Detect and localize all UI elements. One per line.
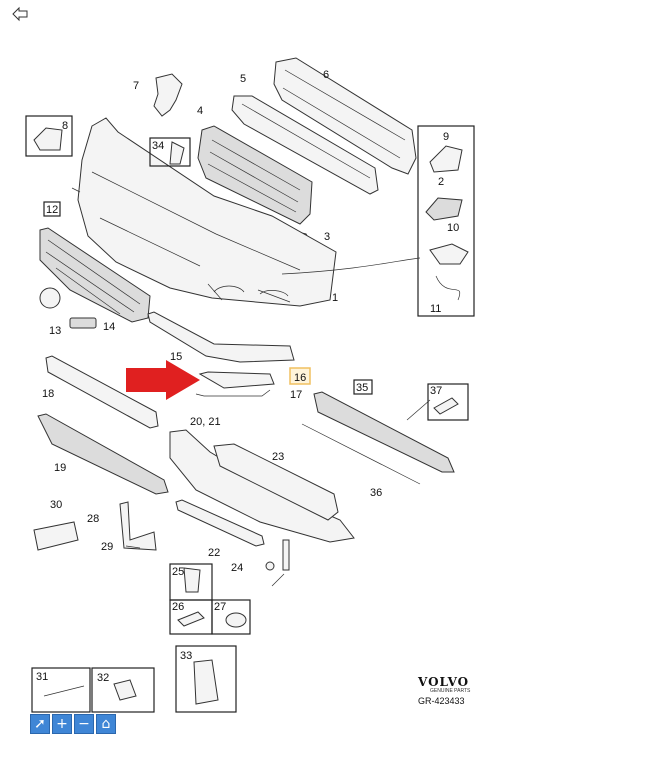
label-26[interactable]: 26 (172, 601, 184, 613)
label-4[interactable]: 4 (197, 105, 203, 117)
label-6[interactable]: 6 (323, 69, 329, 81)
zoom-in-icon: + (56, 716, 68, 732)
part-14-small-grille[interactable] (69, 317, 97, 329)
part-16-chrome-strip[interactable] (198, 371, 275, 389)
part-9-cover[interactable] (429, 145, 463, 173)
part-8-cover[interactable] (33, 127, 63, 151)
box-8 (25, 115, 73, 157)
part-6-reinforcement-beam[interactable] (273, 57, 417, 175)
label-23[interactable]: 23 (272, 451, 284, 463)
home-button[interactable]: ⌂ (96, 714, 116, 734)
part-37-screw[interactable] (433, 397, 459, 415)
label-32[interactable]: 32 (97, 672, 109, 684)
zoom-out-icon: − (78, 716, 90, 732)
label-16[interactable]: 16 (294, 372, 306, 384)
part-28-bracket[interactable] (119, 501, 157, 551)
label-11[interactable]: 11 (430, 303, 441, 315)
box-27 (211, 599, 251, 635)
part-36-strip[interactable] (301, 423, 421, 485)
box-35 (353, 379, 373, 395)
pointer-icon: ➚ (34, 716, 46, 732)
label-7[interactable]: 7 (133, 80, 139, 92)
label-2[interactable]: 2 (438, 176, 444, 188)
label-25[interactable]: 25 (172, 566, 184, 578)
label-14[interactable]: 14 (103, 321, 115, 333)
label-19[interactable]: 19 (54, 462, 66, 474)
part-15-lower-molding[interactable] (147, 311, 295, 363)
label-13[interactable]: 13 (49, 325, 61, 337)
part-23-undertray[interactable] (213, 443, 339, 521)
part-17-strip[interactable] (195, 389, 271, 397)
fastener-stack[interactable] (282, 539, 290, 571)
box-32 (91, 667, 155, 713)
label-37[interactable]: 37 (430, 385, 442, 397)
part-25-clip[interactable] (183, 567, 201, 593)
part-34-clip[interactable] (169, 141, 185, 165)
part-5-energy-absorber[interactable] (231, 95, 379, 195)
part-33-bracket[interactable] (193, 659, 219, 705)
part-19-lower-grille[interactable] (37, 413, 169, 495)
label-30[interactable]: 30 (50, 499, 62, 511)
part-11-harness[interactable] (435, 275, 461, 301)
part-18-lower-grille[interactable] (45, 355, 159, 429)
label-18[interactable]: 18 (42, 388, 54, 400)
part-22-strip[interactable] (175, 499, 265, 547)
label-22[interactable]: 22 (208, 547, 220, 559)
part-27-washer[interactable] (225, 612, 247, 628)
label-33[interactable]: 33 (180, 650, 192, 662)
label-36[interactable]: 36 (370, 487, 382, 499)
part-2-frame[interactable] (425, 197, 463, 221)
label-29[interactable]: 29 (101, 541, 113, 553)
box-33 (175, 645, 237, 713)
label-3[interactable]: 3 (324, 231, 330, 243)
label-1[interactable]: 1 (332, 292, 338, 304)
part-13-emblem[interactable] (39, 287, 61, 309)
highlight-arrow (126, 360, 200, 400)
brand-subtitle: GENUINE PARTS (430, 688, 471, 694)
label-24[interactable]: 24 (231, 562, 243, 574)
diagram-reference: GR-423433 (418, 696, 465, 706)
label-12[interactable]: 12 (46, 204, 58, 216)
label-31[interactable]: 31 (36, 671, 48, 683)
part-32-nut[interactable] (113, 679, 137, 701)
label-15[interactable]: 15 (170, 351, 182, 363)
label-34[interactable]: 34 (152, 140, 164, 152)
part-31-bolt[interactable] (43, 685, 85, 697)
part-10-bracket[interactable] (429, 243, 469, 265)
label-35[interactable]: 35 (356, 382, 368, 394)
label-20-21[interactable]: 20, 21 (190, 416, 221, 428)
label-10[interactable]: 10 (447, 222, 459, 234)
part-35-lower-grille[interactable] (313, 391, 455, 473)
back-arrow-icon[interactable] (10, 4, 30, 24)
part-26-screw[interactable] (177, 611, 205, 627)
label-27[interactable]: 27 (214, 601, 226, 613)
part-29-screw[interactable] (125, 545, 141, 549)
part-30-cover[interactable] (33, 521, 79, 551)
box-31 (31, 667, 91, 713)
highlight-box-16 (289, 367, 311, 385)
label-5[interactable]: 5 (240, 73, 246, 85)
label-9[interactable]: 9 (443, 131, 449, 143)
arrow-left-icon (12, 6, 28, 22)
home-icon: ⌂ (101, 716, 111, 732)
box-9-11 (417, 125, 475, 317)
box-12 (43, 201, 61, 217)
box-34 (149, 137, 191, 167)
label-17[interactable]: 17 (290, 389, 302, 401)
part-24-clip[interactable] (265, 561, 275, 571)
part-7-bracket[interactable] (153, 73, 183, 117)
brand-logo: VOLVO (418, 675, 470, 689)
part-4-grille[interactable] (197, 125, 313, 225)
zoom-out-button[interactable]: − (74, 714, 94, 734)
pointer-tool-button[interactable]: ➚ (30, 714, 50, 734)
part-12-grille-mesh[interactable] (39, 227, 151, 323)
label-28[interactable]: 28 (87, 513, 99, 525)
label-8[interactable]: 8 (62, 120, 68, 132)
zoom-in-button[interactable]: + (52, 714, 72, 734)
